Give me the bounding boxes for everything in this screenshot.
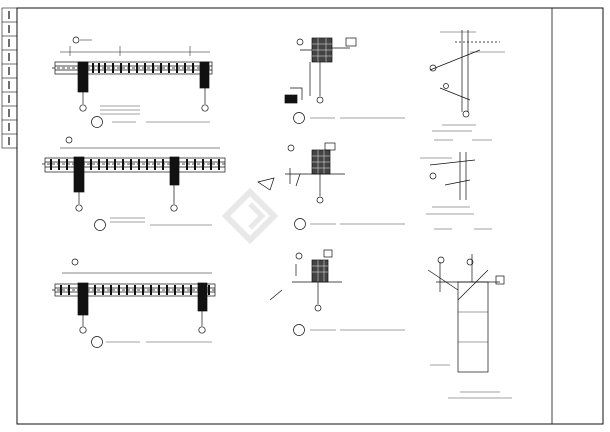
beam-elevation-3 xyxy=(52,258,216,348)
beam-elevation-1 xyxy=(52,36,213,128)
sheet-frame xyxy=(16,7,604,425)
wall-section-6 xyxy=(269,249,405,336)
left-title-strip xyxy=(1,7,18,149)
node-detail-middle xyxy=(420,152,492,230)
column-elevation xyxy=(427,254,512,399)
beam-elevation-2 xyxy=(42,136,226,231)
wall-section-5 xyxy=(257,142,405,230)
wall-section-4 xyxy=(284,37,405,124)
node-detail-top xyxy=(429,30,505,141)
